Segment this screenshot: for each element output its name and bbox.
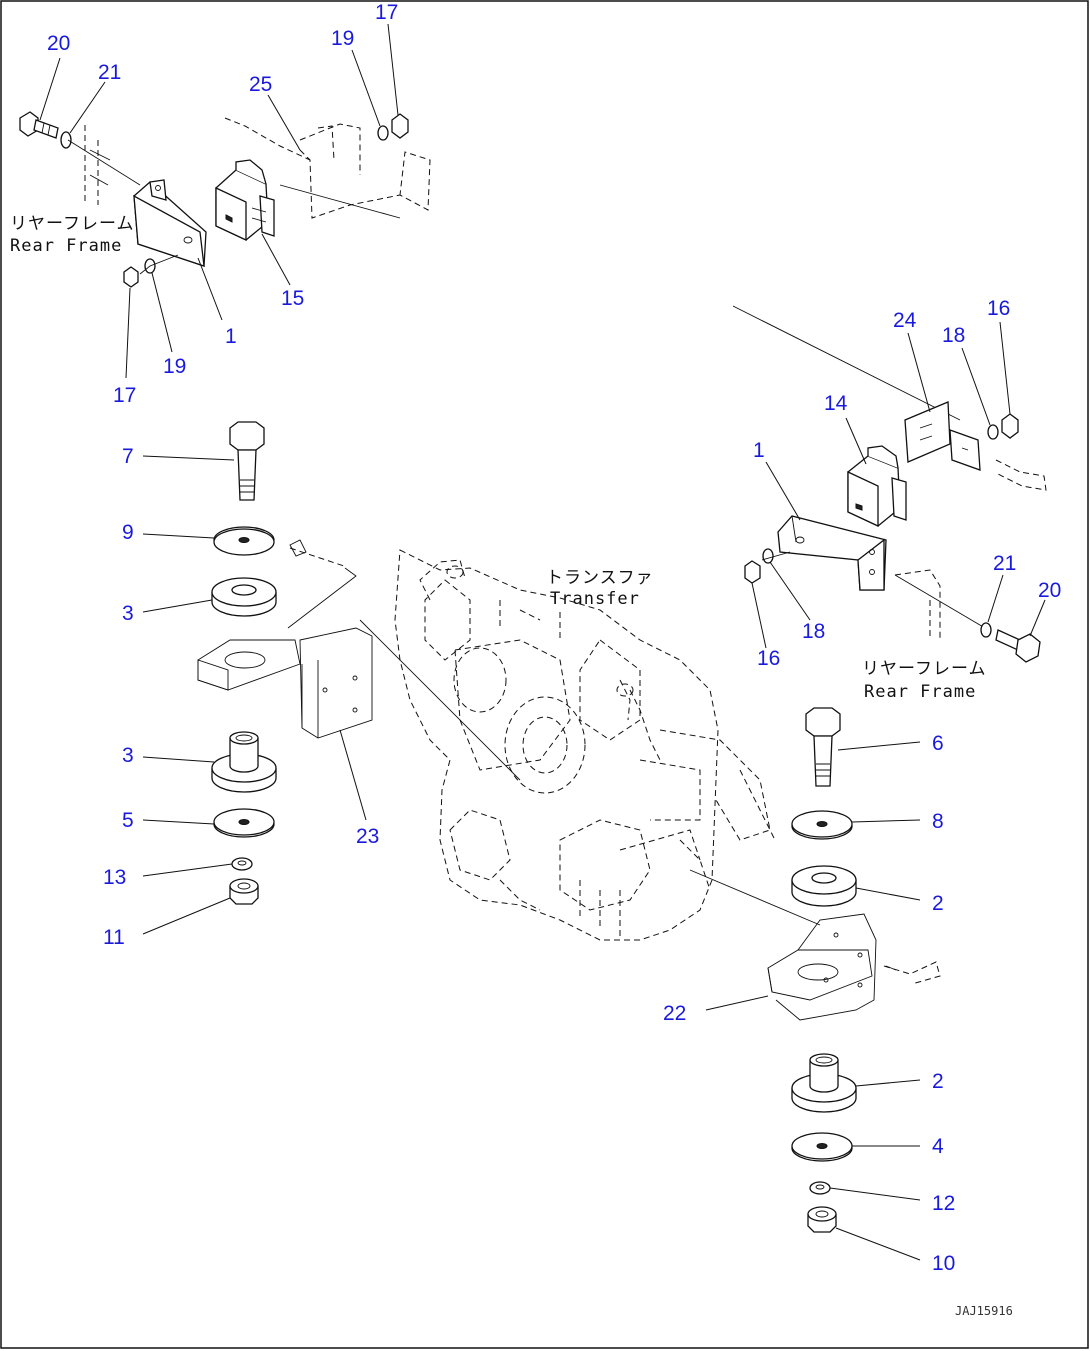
washer-18-bot bbox=[762, 548, 774, 564]
washer-21-right bbox=[980, 622, 992, 638]
washer-5 bbox=[213, 808, 275, 838]
nut-17-bot bbox=[123, 266, 139, 288]
drawing-code: JAJ15916 bbox=[955, 1304, 1013, 1318]
callout-17-bot: 17 bbox=[113, 384, 136, 407]
callout-18-bot: 18 bbox=[802, 620, 825, 643]
washer-4 bbox=[791, 1132, 853, 1162]
callout-1-right: 1 bbox=[753, 439, 765, 462]
rear-mount-right-assembly bbox=[732, 305, 1047, 663]
washer-12 bbox=[809, 1181, 831, 1195]
callout-15: 15 bbox=[281, 287, 304, 310]
leaders-left-column bbox=[142, 455, 367, 935]
front-mount-left-stack bbox=[197, 421, 373, 905]
callout-25: 25 bbox=[249, 73, 272, 96]
callout-9: 9 bbox=[122, 521, 134, 544]
callout-8: 8 bbox=[932, 810, 944, 833]
callout-5: 5 bbox=[122, 809, 134, 832]
callout-17-top: 17 bbox=[375, 1, 398, 24]
mount-14 bbox=[847, 445, 907, 528]
transfer-jp: トランスファ bbox=[546, 568, 654, 588]
callout-23: 23 bbox=[356, 825, 379, 848]
part-callouts: 20 21 25 19 17 15 1 17 19 24 18 16 14 1 … bbox=[47, 1, 1061, 1275]
callout-10: 10 bbox=[932, 1252, 955, 1275]
rear-frame-top-en: Rear Frame bbox=[10, 236, 122, 256]
rear-frame-right-en: Rear Frame bbox=[864, 682, 976, 702]
washer-18-top bbox=[987, 424, 999, 440]
bracket-23 bbox=[197, 539, 373, 739]
cushion-2-top bbox=[791, 865, 857, 907]
callout-21-right: 21 bbox=[993, 552, 1016, 575]
transfer-housing bbox=[359, 549, 821, 941]
callout-1-top: 1 bbox=[225, 325, 237, 348]
transfer-en: Transfer bbox=[550, 589, 640, 609]
callout-18-top: 18 bbox=[942, 324, 965, 347]
washer-9 bbox=[213, 526, 275, 556]
callout-14: 14 bbox=[824, 392, 848, 415]
cushion-3-top bbox=[211, 577, 277, 617]
frame-labels: リヤーフレーム Rear Frame リヤーフレーム Rear Frame トラ… bbox=[10, 214, 1013, 1318]
bracket-22 bbox=[767, 913, 941, 1021]
callout-3-top: 3 bbox=[122, 602, 134, 625]
callout-13: 13 bbox=[103, 866, 126, 889]
callout-12: 12 bbox=[932, 1192, 955, 1215]
washer-19-top bbox=[377, 125, 389, 141]
leaders-right bbox=[751, 321, 1046, 649]
washer-8 bbox=[791, 810, 853, 840]
nut-16-top bbox=[1001, 413, 1019, 439]
nut-10 bbox=[807, 1206, 837, 1233]
callout-24: 24 bbox=[893, 309, 917, 332]
cushion-2-bot bbox=[791, 1053, 857, 1113]
rear-mount-left-assembly bbox=[19, 111, 431, 288]
leaders-top-left bbox=[39, 23, 399, 379]
washer-13 bbox=[231, 857, 253, 871]
bolt-20-top bbox=[19, 111, 59, 139]
callout-11: 11 bbox=[103, 926, 125, 949]
callout-22: 22 bbox=[663, 1002, 686, 1025]
callout-19-bot: 19 bbox=[163, 355, 186, 378]
washer-21-top bbox=[60, 131, 72, 149]
callout-4: 4 bbox=[932, 1135, 944, 1158]
plate-24 bbox=[904, 401, 951, 463]
callout-2-bot: 2 bbox=[932, 1070, 944, 1093]
bolt-20-right bbox=[995, 629, 1041, 663]
nut-11 bbox=[229, 878, 259, 905]
callout-20-right: 20 bbox=[1038, 579, 1061, 602]
cushion-3-bot bbox=[211, 731, 277, 793]
rear-frame-right-jp: リヤーフレーム bbox=[862, 659, 986, 679]
callout-16-top: 16 bbox=[987, 297, 1010, 320]
callout-6: 6 bbox=[932, 732, 944, 755]
callout-3-bot: 3 bbox=[122, 744, 134, 767]
front-mount-right-stack bbox=[767, 707, 941, 1233]
callout-20-top: 20 bbox=[47, 32, 70, 55]
callout-16-bot: 16 bbox=[757, 647, 780, 670]
bolt-7 bbox=[229, 421, 265, 501]
callout-7: 7 bbox=[122, 445, 134, 468]
callout-2-top: 2 bbox=[932, 892, 944, 915]
nut-17-top bbox=[391, 113, 409, 139]
callout-19-top: 19 bbox=[331, 27, 354, 50]
rear-frame-top-jp: リヤーフレーム bbox=[10, 214, 134, 234]
nut-16-bot bbox=[744, 560, 761, 584]
leaders-right-column bbox=[705, 741, 921, 1261]
bracket-1-right bbox=[777, 515, 887, 591]
bolt-6 bbox=[805, 707, 841, 787]
mount-15 bbox=[215, 159, 275, 242]
callout-21-top: 21 bbox=[98, 61, 121, 84]
bracket-1-left bbox=[133, 179, 207, 267]
